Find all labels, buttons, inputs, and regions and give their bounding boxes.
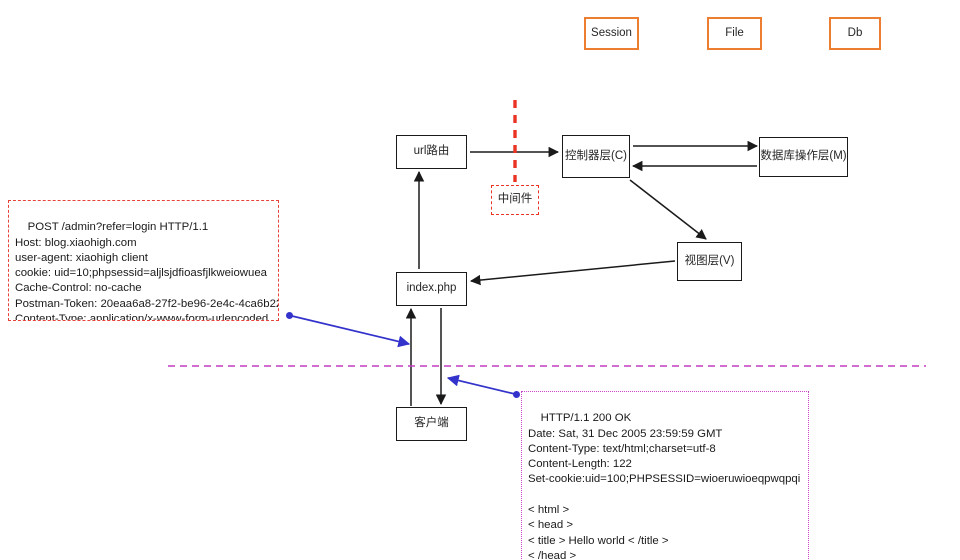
node-view[interactable]: 视图层(V) [677,242,742,281]
http-response-box: HTTP/1.1 200 OK Date: Sat, 31 Dec 2005 2… [521,391,809,560]
node-middleware[interactable]: 中间件 [491,185,539,215]
node-middleware-label: 中间件 [497,193,533,206]
callout-request-anchor-dot [286,312,293,319]
http-response-text: HTTP/1.1 200 OK Date: Sat, 31 Dec 2005 2… [528,412,801,560]
callout-response-anchor-dot [513,391,520,398]
node-index-php-label: index.php [406,282,457,295]
node-client[interactable]: 客户端 [396,407,467,441]
node-index-php[interactable]: index.php [396,272,467,306]
node-controller[interactable]: 控制器层(C) [562,135,630,178]
node-controller-label: 控制器层(C) [565,149,627,162]
node-url-router[interactable]: url路由 [396,135,467,169]
callout-response-connector [446,374,516,395]
callout-request-connector [291,315,411,348]
node-file[interactable]: File [707,17,762,50]
node-model[interactable]: 数据库操作层(M) [759,137,848,177]
node-file-label: File [725,26,744,39]
node-model-label: 数据库操作层(M) [760,150,847,163]
node-session-label: Session [591,26,632,39]
http-request-box: POST /admin?refer=login HTTP/1.1 Host: b… [8,200,279,321]
node-db-label: Db [847,26,863,39]
node-url-router-label: url路由 [413,145,450,158]
node-db[interactable]: Db [829,17,881,50]
node-view-label: 视图层(V) [684,254,735,267]
http-request-text: POST /admin?refer=login HTTP/1.1 Host: b… [15,221,278,321]
node-session[interactable]: Session [584,17,639,50]
arrow-view-to-entry [469,260,676,286]
node-client-label: 客户端 [414,417,449,430]
arrow-controller-to-view [629,179,707,240]
